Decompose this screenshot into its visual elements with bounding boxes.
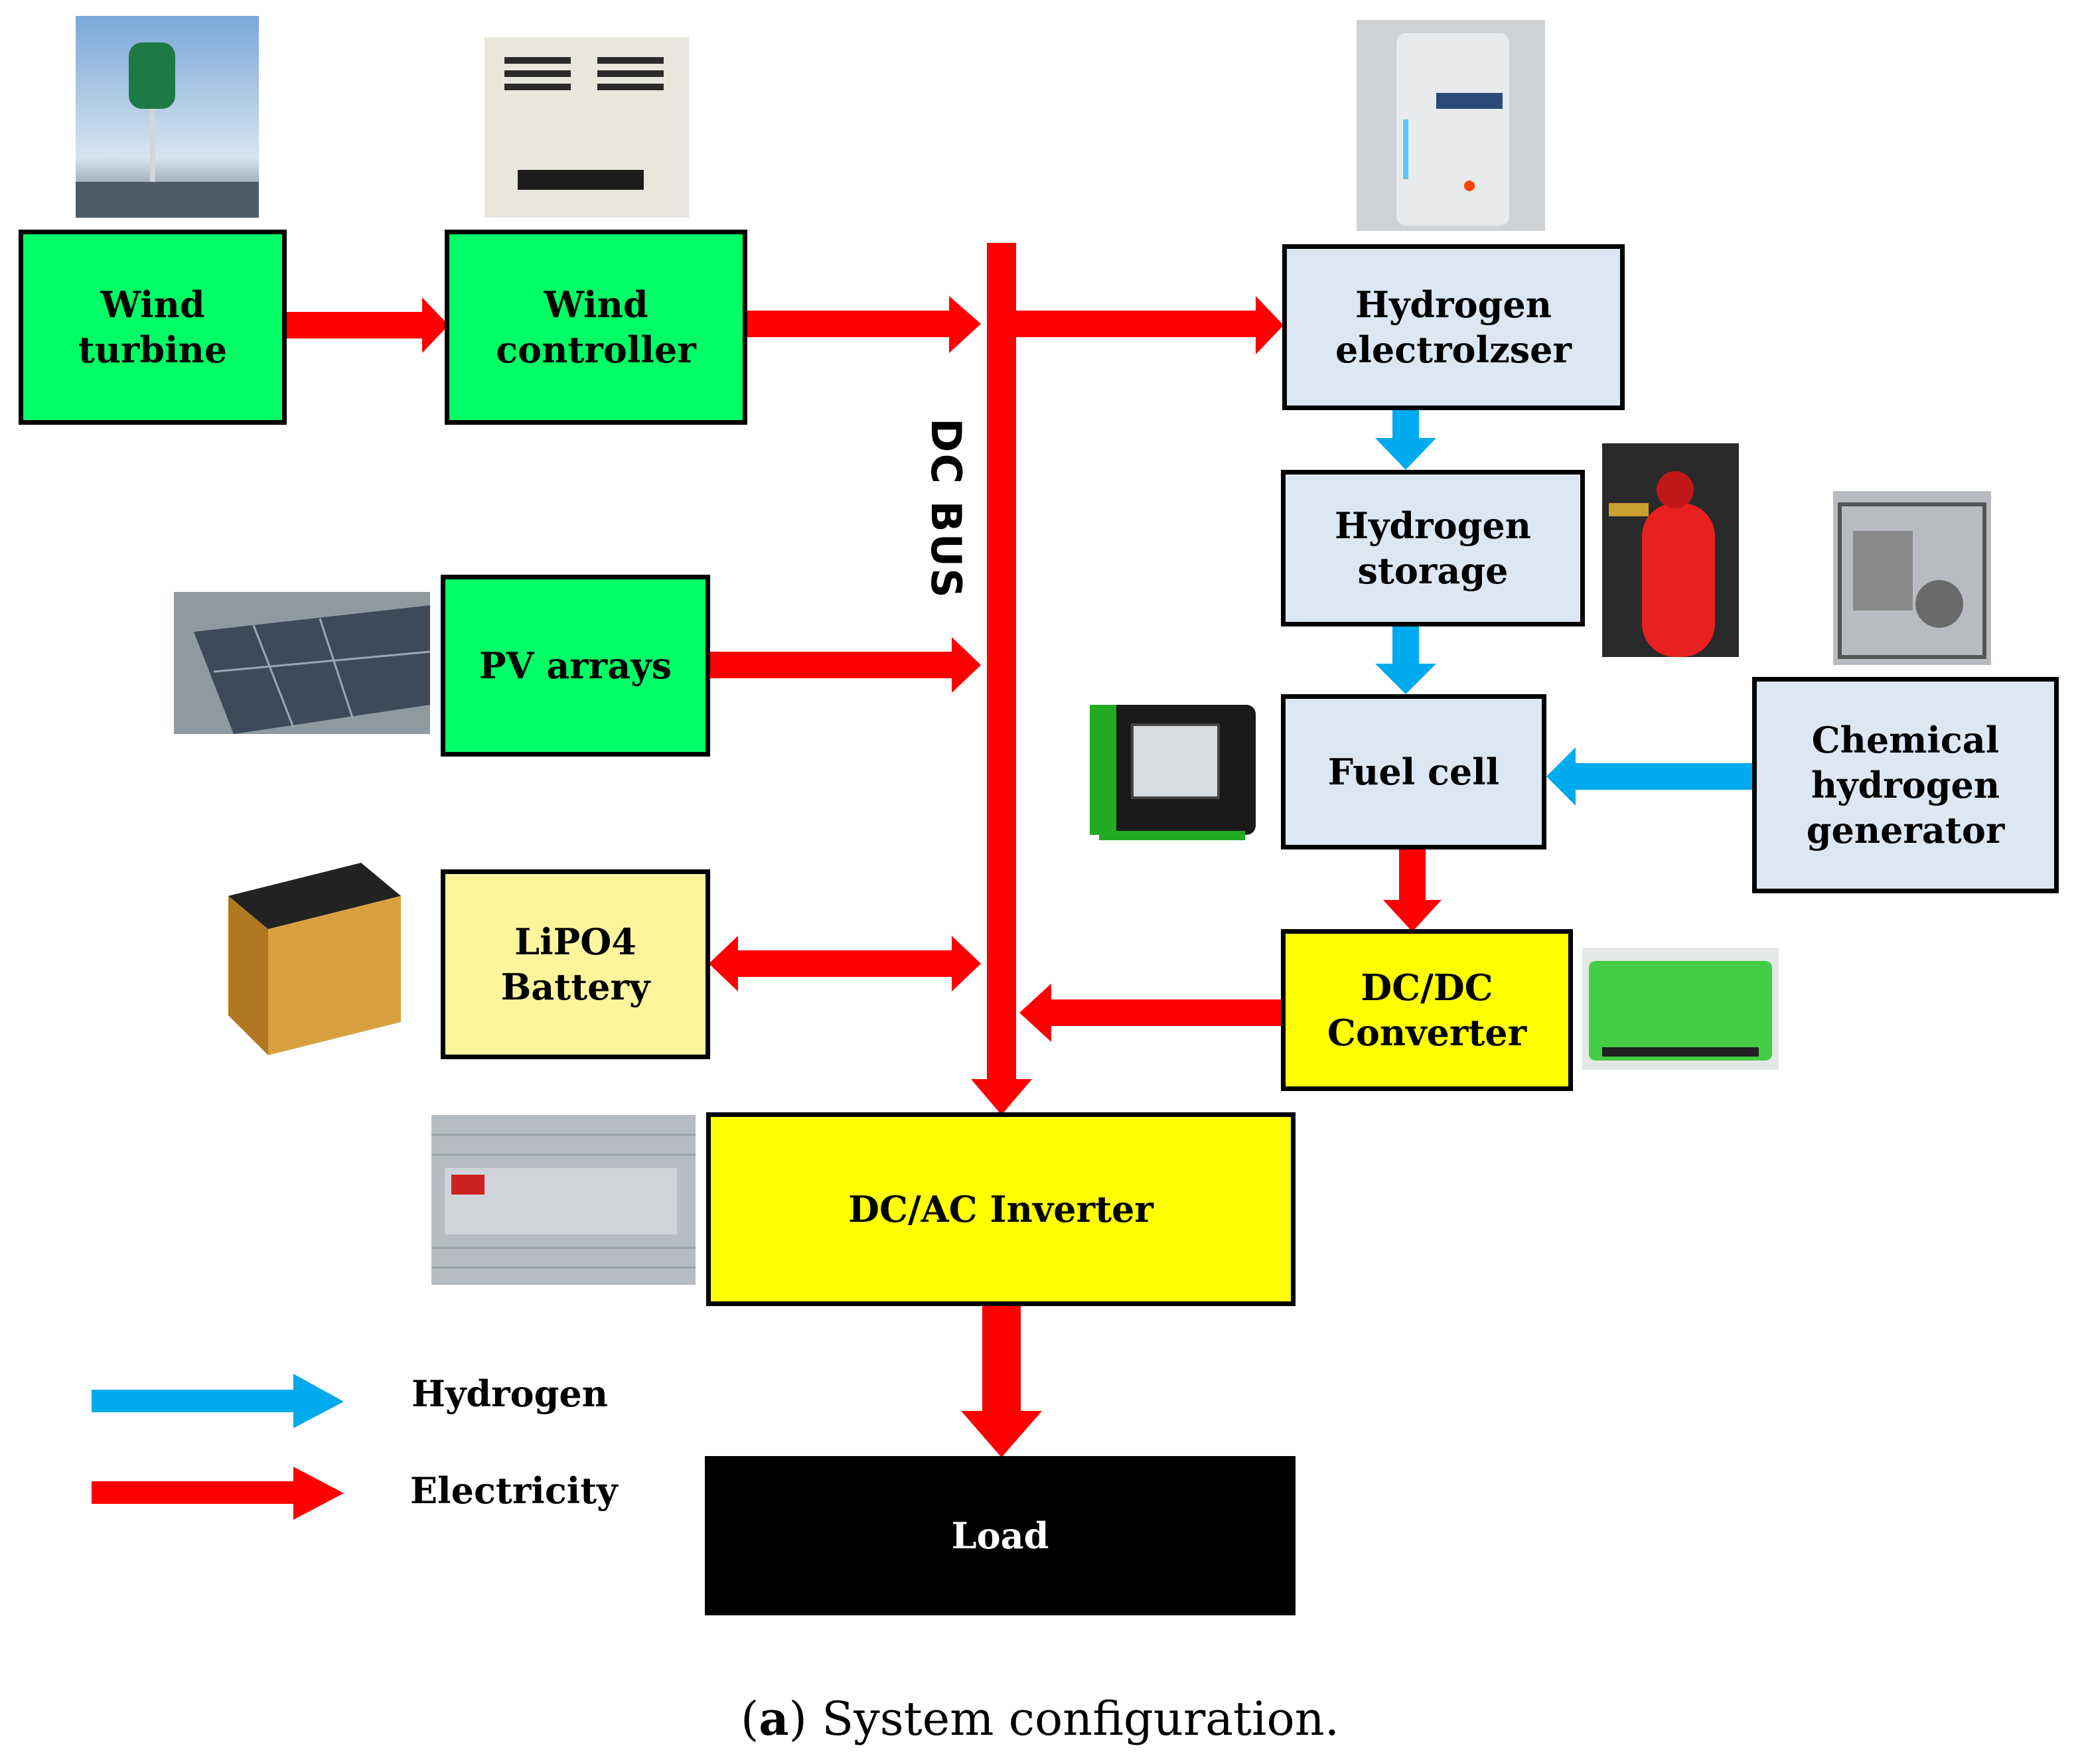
dc-bus-arrowhead <box>971 1079 1032 1115</box>
arrow-converter-to-bus <box>1049 999 1285 1026</box>
wind-controller-block: Wind controller <box>445 230 747 425</box>
hydrogen-storage-block: Hydrogen storage <box>1281 470 1585 626</box>
legend-hydrogen-arrow <box>92 1390 297 1412</box>
arrow-fuelcell-to-converter <box>1399 848 1426 904</box>
arrow-pv-to-bus-head <box>952 637 981 693</box>
arrow-bus-to-electrolyzer-head <box>1256 296 1284 354</box>
wind-turbine-block: Wind turbine <box>19 230 287 425</box>
arrow-bus-to-electrolyzer <box>1016 311 1258 337</box>
inverter-photo <box>431 1115 696 1285</box>
dcdc-converter-photo <box>1582 948 1779 1070</box>
figure-caption: (a) System configuration. <box>740 1691 1340 1746</box>
arrow-storage-to-fuelcell-head <box>1375 664 1436 694</box>
legend-electricity-arrow-head <box>293 1467 344 1520</box>
wind-controller-photo <box>484 37 689 218</box>
chemical-generator-block: Chemical hydrogen generator <box>1752 677 2059 893</box>
hydrogen-storage-photo <box>1602 443 1739 657</box>
wind-turbine-photo <box>76 16 259 218</box>
arrow-battery-bus-head-right <box>952 936 981 992</box>
battery-photo <box>215 856 402 1057</box>
legend-electricity-arrow <box>92 1481 297 1504</box>
arrow-inverter-to-load-head <box>961 1411 1042 1457</box>
fuel-cell-photo <box>1086 698 1260 845</box>
arrow-converter-to-bus-head <box>1019 984 1051 1042</box>
arrow-pv-to-bus <box>709 652 954 678</box>
pv-arrays-block: PV arrays <box>441 575 710 757</box>
arrow-battery-bus-head-left <box>709 936 738 992</box>
hydrogen-electrolyzer-block: Hydrogen electrolzser <box>1282 244 1625 410</box>
dc-bus-label: DC BUS <box>922 418 970 599</box>
caption-text: System configuration. <box>806 1692 1340 1746</box>
dc-bus-line <box>987 243 1016 1079</box>
chemical-generator-photo <box>1833 491 1991 665</box>
dcdc-converter-block: DC/DC Converter <box>1281 929 1573 1091</box>
arrow-battery-bus <box>735 950 958 977</box>
arrow-generator-to-fuelcell-head <box>1546 747 1576 806</box>
arrow-electrolyzer-to-storage-head <box>1375 438 1436 470</box>
load-block: Load <box>705 1456 1296 1615</box>
arrow-fuelcell-to-converter-head <box>1383 900 1442 932</box>
arrow-controller-to-bus <box>747 311 952 337</box>
arrow-generator-to-fuelcell <box>1573 763 1752 790</box>
dcac-inverter-block: DC/AC Inverter <box>706 1112 1296 1306</box>
pv-arrays-photo <box>174 592 430 734</box>
lipo-battery-block: LiPO4 Battery <box>441 869 710 1059</box>
fuel-cell-block: Fuel cell <box>1281 694 1546 849</box>
arrow-turbine-to-controller <box>285 312 425 338</box>
arrow-controller-to-bus-head <box>949 296 981 353</box>
legend-hydrogen-label: Hydrogen <box>411 1372 608 1415</box>
arrow-electrolyzer-to-storage <box>1392 407 1419 441</box>
legend-electricity-label: Electricity <box>410 1469 618 1512</box>
caption-letter: a <box>759 1691 789 1746</box>
legend-hydrogen-arrow-head <box>293 1374 344 1428</box>
arrow-inverter-to-load <box>982 1305 1021 1414</box>
electrolyzer-photo <box>1357 20 1545 231</box>
arrow-storage-to-fuelcell <box>1392 625 1419 666</box>
arrow-turbine-to-controller-head <box>422 297 449 353</box>
